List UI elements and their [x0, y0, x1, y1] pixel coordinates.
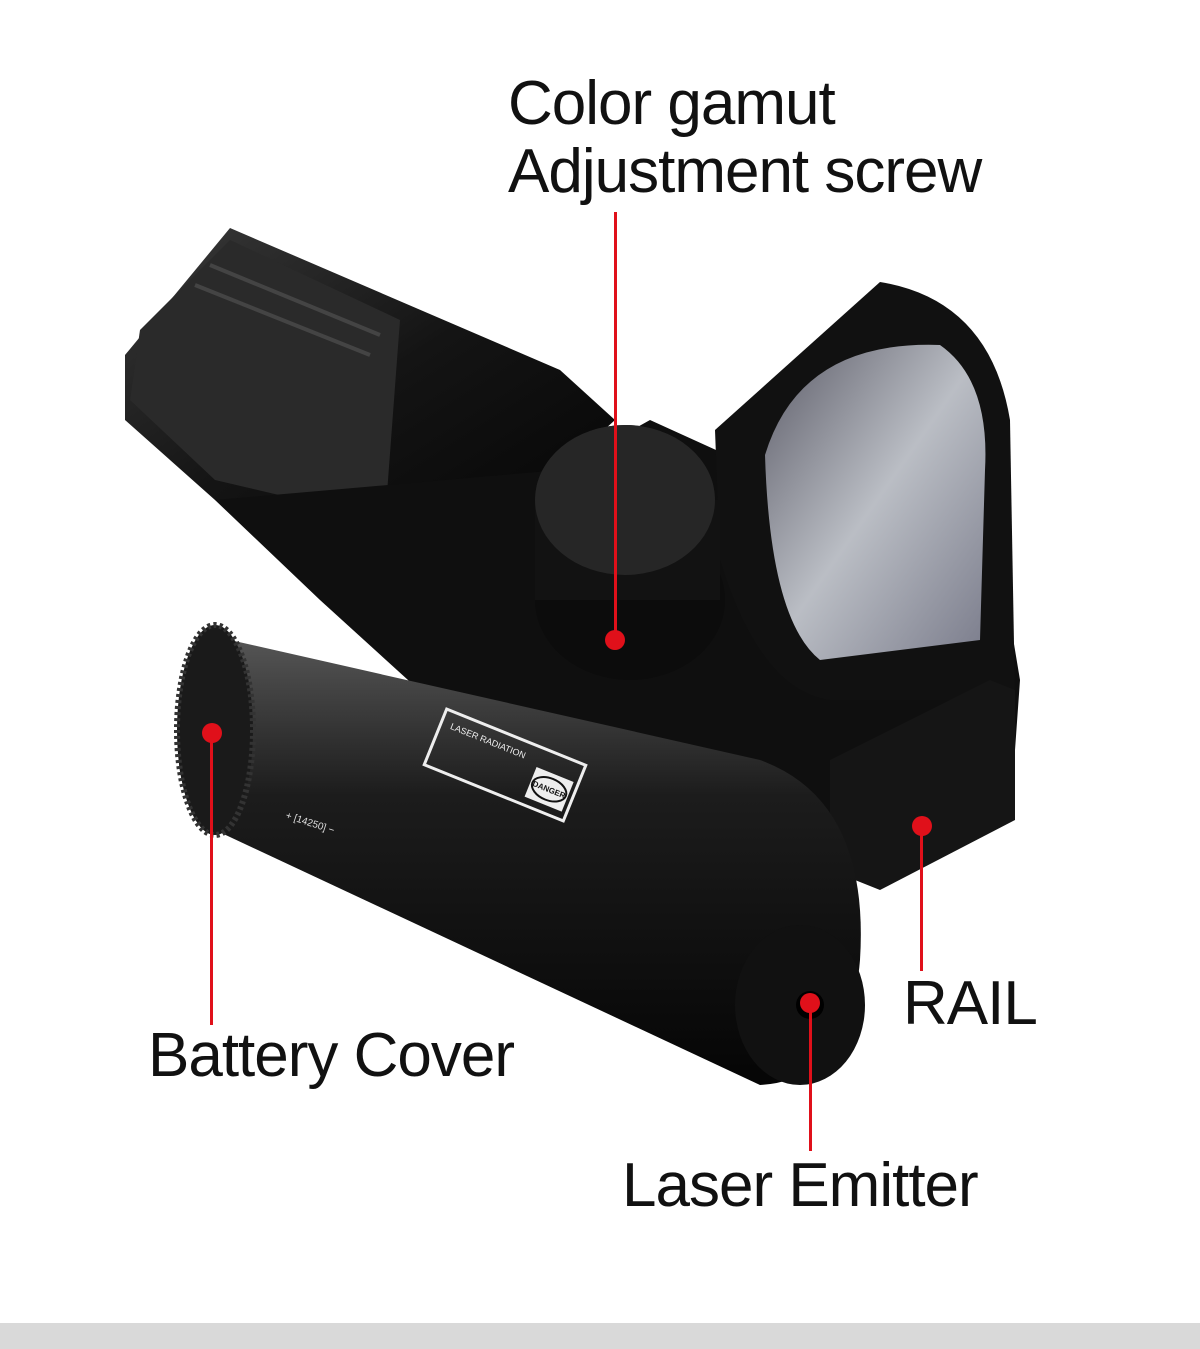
callout-laser-emitter-dot — [800, 993, 820, 1013]
callout-rail-label: RAIL — [903, 969, 1038, 1038]
rail-mount — [830, 680, 1015, 890]
callout-laser-emitter-label: Laser Emitter — [622, 1151, 979, 1220]
callout-color-gamut-line — [614, 212, 617, 640]
callout-color-gamut-line2: Adjustment screw — [508, 137, 982, 206]
adjustment-dial — [535, 425, 725, 680]
callout-color-gamut-dot — [605, 630, 625, 650]
front-hood — [715, 282, 1015, 700]
callout-rail-line — [920, 826, 923, 971]
callout-laser-emitter-line — [809, 1003, 812, 1151]
callout-color-gamut-label: Color gamut Adjustment screw — [508, 69, 982, 206]
callout-battery-cover-dot — [202, 723, 222, 743]
rear-housing — [125, 228, 615, 540]
callout-rail-dot — [912, 816, 932, 836]
callout-battery-cover-line — [210, 733, 213, 1025]
callout-battery-cover-label: Battery Cover — [148, 1021, 515, 1090]
callout-color-gamut-line1: Color gamut — [508, 69, 836, 138]
bottom-divider-bar — [0, 1323, 1200, 1349]
